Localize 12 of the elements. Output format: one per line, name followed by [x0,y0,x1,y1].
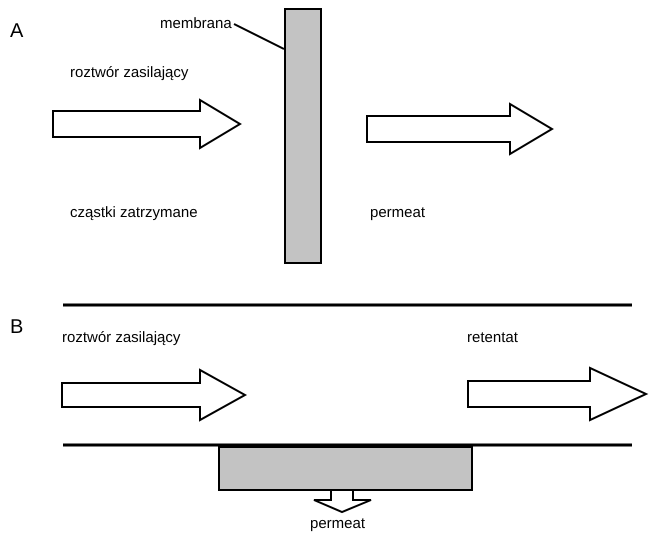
membrane [218,446,473,491]
flow-label: cząstki zatrzymane [70,204,198,222]
flow-label: roztwór zasilający [70,64,188,82]
flow-label: roztwór zasilający [62,329,180,347]
leader-label: membrana [160,15,232,33]
leader-line [234,23,284,50]
panel-letter: B [10,316,24,338]
panel-letter: A [10,20,24,42]
flow-label: permeat [370,204,426,222]
membrane [284,8,322,264]
flow-label: retentat [467,329,518,347]
flow-label: permeat [310,515,366,533]
